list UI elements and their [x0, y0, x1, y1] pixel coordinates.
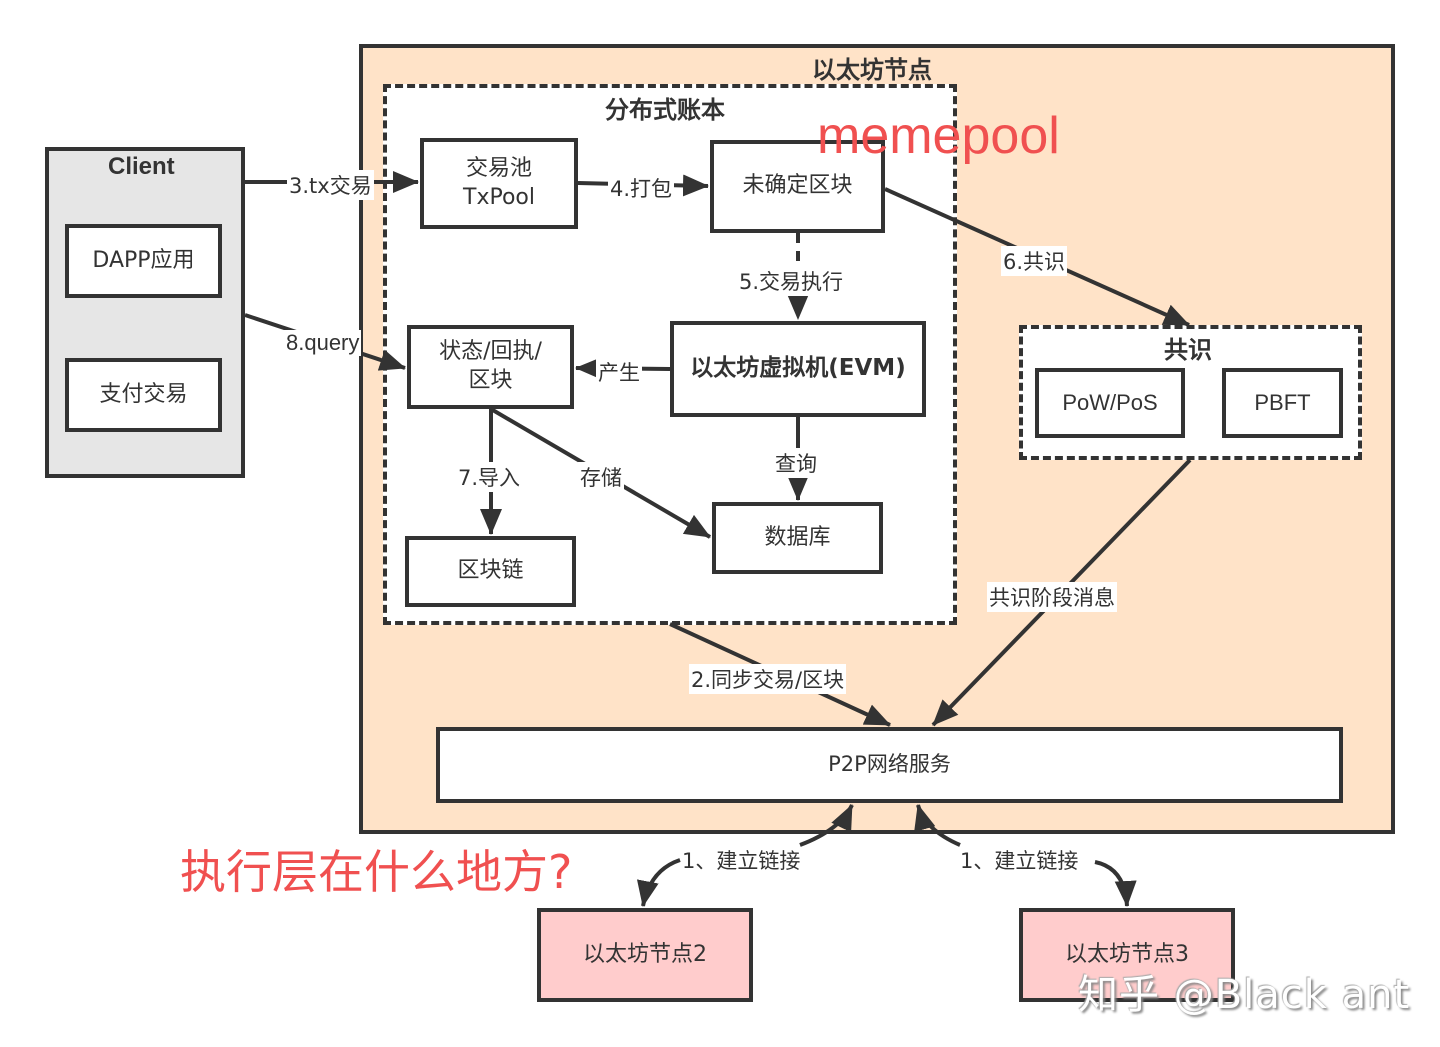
edge-label-query-db: 查询: [773, 448, 819, 478]
edge-label-connect-left: 1、建立链接: [682, 849, 801, 873]
peer-node-3-box[interactable]: 以太坊节点3: [1019, 908, 1235, 1002]
edge-label-tx: 3.tx交易: [287, 170, 374, 200]
edge-label-query-client: 8.query: [284, 330, 362, 356]
edge-label-produce: 产生: [596, 357, 642, 387]
edge-label-pack: 4.打包: [608, 173, 675, 203]
peer-node-2-box[interactable]: 以太坊节点2: [537, 908, 753, 1002]
payment-box[interactable]: 支付交易: [65, 358, 222, 432]
state-receipt-block-label: 状态/回执/ 区块: [439, 339, 542, 393]
unconfirmed-block-box[interactable]: 未确定区块: [710, 140, 885, 233]
edge-label-consensus-msg: 共识阶段消息: [987, 582, 1117, 612]
blockchain-box[interactable]: 区块链: [405, 536, 576, 607]
peer-node-3-label: 以太坊节点3: [1065, 941, 1189, 967]
evm-box[interactable]: 以太坊虚拟机(EVM): [670, 321, 926, 417]
evm-label: 以太坊虚拟机(EVM): [690, 355, 906, 382]
pbft-box[interactable]: PBFT: [1222, 368, 1343, 438]
memepool-annotation: memepool: [817, 107, 1060, 165]
dapp-app-box[interactable]: DAPP应用: [65, 224, 222, 298]
execution-layer-question: 执行层在什么地方?: [180, 845, 573, 899]
edge-connect-left-down: [636, 858, 681, 907]
edge-label-consensus: 6.共识: [1001, 246, 1068, 276]
peer-node-2-label: 以太坊节点2: [583, 941, 707, 967]
txpool-label: 交易池 TxPool: [463, 155, 535, 210]
p2p-network-box[interactable]: P2P网络服务: [436, 727, 1343, 803]
txpool-box[interactable]: 交易池 TxPool: [420, 138, 578, 229]
ethereum-node-title: 以太坊节点: [812, 56, 932, 84]
database-box[interactable]: 数据库: [712, 502, 883, 574]
database-label: 数据库: [764, 524, 831, 550]
edge-label-import: 7.导入: [456, 462, 523, 492]
blockchain-label: 区块链: [457, 558, 524, 584]
client-title: Client: [108, 153, 175, 180]
dapp-app-label: DAPP应用: [92, 247, 195, 273]
edge-label-connect-right: 1、建立链接: [960, 849, 1079, 873]
edge-connect-right-down: [1094, 860, 1137, 907]
p2p-network-label: P2P网络服务: [828, 752, 951, 777]
pow-pos-label: PoW/PoS: [1062, 389, 1158, 415]
unconfirmed-block-label: 未确定区块: [742, 173, 853, 199]
consensus-title: 共识: [1164, 336, 1212, 364]
payment-label: 支付交易: [99, 381, 188, 407]
edge-label-exec: 5.交易执行: [737, 266, 846, 296]
distributed-ledger-title: 分布式账本: [605, 96, 725, 124]
edge-label-sync: 2.同步交易/区块: [689, 664, 847, 694]
edge-label-store: 存储: [578, 462, 624, 492]
pbft-label: PBFT: [1254, 389, 1311, 415]
watermark: 知乎 @Black ant: [1078, 972, 1411, 1018]
state-receipt-block-box[interactable]: 状态/回执/ 区块: [407, 325, 574, 409]
pow-pos-box[interactable]: PoW/PoS: [1035, 368, 1185, 438]
